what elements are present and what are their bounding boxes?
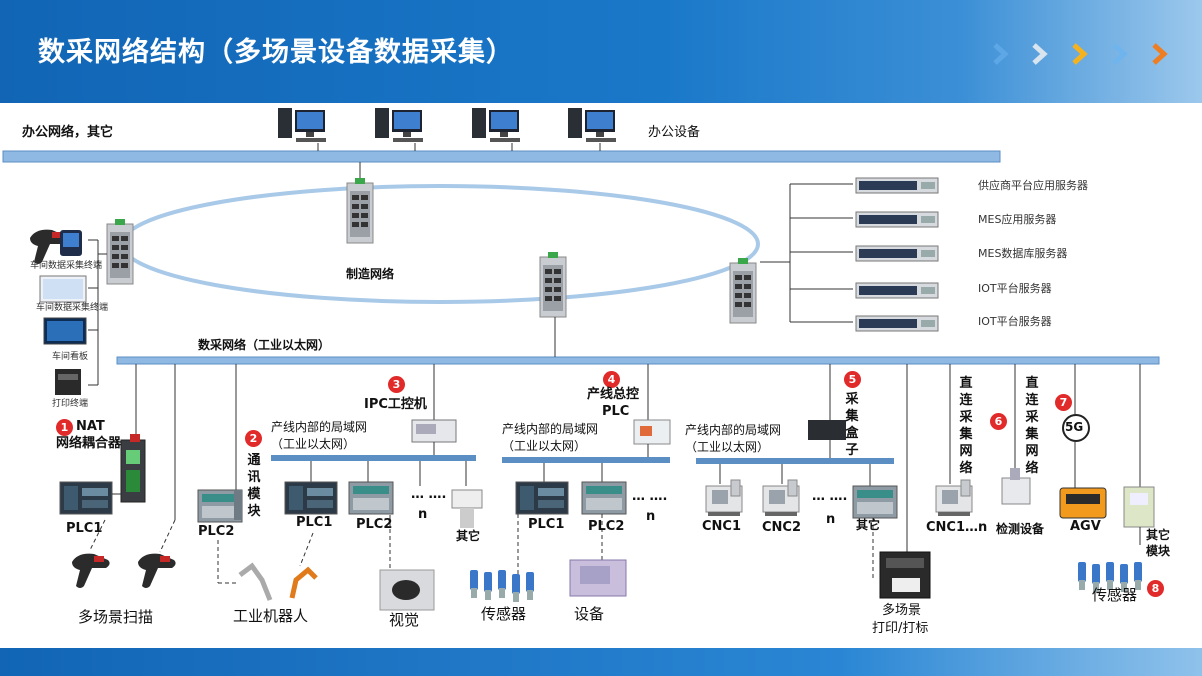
other-module-label: 模块 bbox=[1146, 544, 1171, 558]
lan-label: （工业以太网） bbox=[502, 439, 587, 453]
print-label: 多场景 bbox=[882, 603, 922, 618]
lan-label: （工业以太网） bbox=[271, 437, 356, 451]
cnc2-label: CNC2 bbox=[762, 520, 802, 535]
chevron-right-icon bbox=[1112, 43, 1128, 65]
header-banner: 数采网络结构（多场景设备数据采集） bbox=[0, 0, 1202, 103]
server-label: IOT平台服务器 bbox=[978, 282, 1052, 295]
agv-label: AGV bbox=[1070, 519, 1101, 534]
ellipsis-label: … …. bbox=[812, 489, 848, 504]
server-label: 供应商平台应用服务器 bbox=[978, 179, 1088, 192]
ipc-label: IPC工控机 bbox=[364, 397, 427, 412]
server-label: MES应用服务器 bbox=[978, 213, 1057, 226]
lan-label: 产线内部的局域网 bbox=[502, 422, 599, 436]
chevron-right-icon bbox=[1072, 43, 1088, 65]
plc1-label: PLC1 bbox=[528, 517, 565, 532]
other-label: 其它 bbox=[856, 518, 881, 532]
step-badge: 6 bbox=[990, 413, 1007, 430]
inspect-label: 检测设备 bbox=[996, 522, 1045, 536]
step-badge: 3 bbox=[388, 376, 405, 393]
cnc1-label: CNC1 bbox=[702, 519, 742, 534]
plc1-label: PLC1 bbox=[296, 515, 333, 530]
server-label: IOT平台服务器 bbox=[978, 315, 1052, 328]
n-label: n bbox=[826, 512, 836, 527]
ellipsis-label: … …. bbox=[632, 489, 668, 504]
fiveg-icon: 5G bbox=[1065, 420, 1084, 434]
collect-box-label: 采集盒子 bbox=[845, 392, 859, 458]
plc2-label: PLC2 bbox=[588, 519, 625, 534]
cnc1n-label: CNC1…n bbox=[926, 520, 988, 535]
terminal-label: 车间数据采集终端 bbox=[30, 261, 103, 271]
office-devices-label: 办公设备 bbox=[648, 125, 701, 140]
footer-bar bbox=[0, 648, 1202, 676]
sensor-label: 传感器 bbox=[481, 605, 527, 623]
chevron-right-icon bbox=[1152, 43, 1168, 65]
step-badge: 8 bbox=[1147, 580, 1164, 597]
terminal-label: 车间看板 bbox=[52, 352, 89, 362]
print-label: 打印/打标 bbox=[872, 621, 929, 636]
data-bus-label: 数采网络（工业以太网） bbox=[198, 338, 331, 352]
plc2-label: PLC2 bbox=[356, 517, 393, 532]
direct-label: 直连采集网络 bbox=[959, 376, 973, 476]
lan-label: 产线内部的局域网 bbox=[271, 420, 368, 434]
plc-ctrl-label: PLC bbox=[602, 404, 630, 419]
other-label: 其它 bbox=[456, 529, 481, 543]
sensor-label: 传感器 bbox=[1092, 586, 1138, 604]
n-label: n bbox=[646, 509, 656, 524]
step-badge: 7 bbox=[1055, 394, 1072, 411]
scan-label: 多场景扫描 bbox=[78, 608, 154, 626]
comm-module-label: 通讯模块 bbox=[247, 453, 261, 519]
nat-label: 网络耦合器 bbox=[56, 436, 122, 451]
robot-label: 工业机器人 bbox=[233, 607, 309, 625]
step-badge: 5 bbox=[844, 371, 861, 388]
ellipsis-label: … …. bbox=[411, 487, 447, 502]
office-bus-label: 办公网络，其它 bbox=[22, 125, 114, 140]
server-label: MES数据库服务器 bbox=[978, 247, 1068, 260]
step-badge: 4 bbox=[603, 371, 620, 388]
step-badge: 1 bbox=[56, 419, 73, 436]
step-badge: 2 bbox=[245, 430, 262, 447]
lan-label: （工业以太网） bbox=[685, 440, 770, 454]
page-title: 数采网络结构（多场景设备数据采集） bbox=[38, 37, 514, 68]
nat-label: NAT bbox=[76, 419, 105, 434]
ring-label: 制造网络 bbox=[346, 267, 395, 281]
equipment-label: 设备 bbox=[574, 605, 605, 623]
plc2-label: PLC2 bbox=[198, 524, 235, 539]
plc1-label: PLC1 bbox=[66, 521, 103, 536]
chevron-right-icon bbox=[993, 43, 1009, 65]
other-module-label: 其它 bbox=[1146, 528, 1171, 542]
n-label: n bbox=[418, 507, 428, 522]
vision-label: 视觉 bbox=[389, 611, 420, 629]
direct-label: 直连采集网络 bbox=[1025, 376, 1039, 476]
chevron-right-icon bbox=[1032, 43, 1048, 65]
lan-label: 产线内部的局域网 bbox=[685, 423, 782, 437]
plc-ctrl-label: 产线总控 bbox=[587, 387, 640, 402]
terminal-label: 车间数据采集终端 bbox=[36, 303, 109, 313]
terminal-label: 打印终端 bbox=[52, 399, 89, 409]
